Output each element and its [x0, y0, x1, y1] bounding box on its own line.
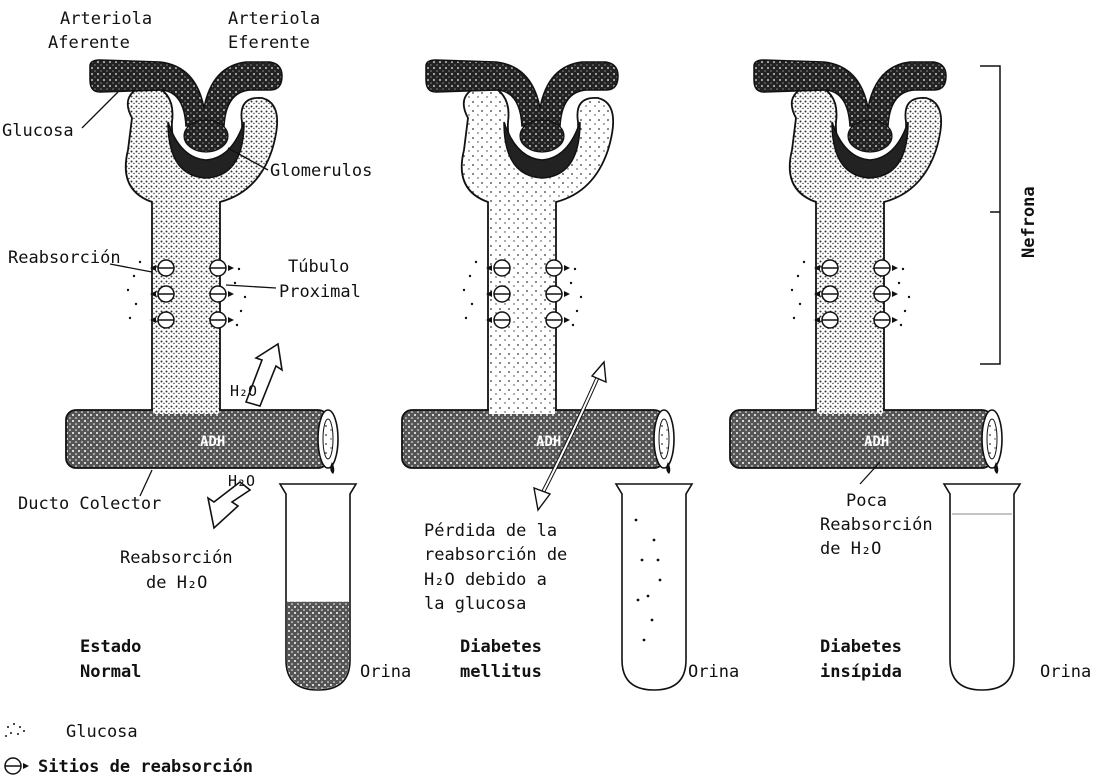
panel-1-subtitle: Normal: [80, 662, 141, 682]
reabsorption-site: [546, 312, 570, 328]
poca-label-2: Reabsorción: [820, 515, 933, 535]
perdida-label-2: reabsorción de: [424, 545, 567, 565]
glucose-dot: [635, 519, 638, 522]
ducto-colector-label: Ducto Colector: [18, 494, 161, 514]
panel-3-subtitle: insípida: [820, 662, 902, 682]
glucose-dot: [651, 619, 654, 622]
ducto-leader: [140, 470, 152, 496]
perdida-label-3: H₂O debido a: [424, 570, 547, 590]
arteriola-eferente-label-2: Eferente: [228, 33, 310, 53]
collecting-duct-1: [66, 410, 328, 468]
panel-1-title: Estado: [80, 637, 141, 657]
reabsorption-site: [546, 260, 570, 276]
nephron-panel-3: ADH: [730, 60, 1020, 690]
glucose-dot: [637, 599, 640, 602]
reabsorption-site: [546, 286, 570, 302]
glucosa-label: Glucosa: [2, 121, 74, 141]
poca-label-3: de H₂O: [820, 539, 881, 559]
tubulo-label: Túbulo: [288, 257, 349, 277]
perdida-label-4: la glucosa: [424, 594, 526, 614]
orina-label-1: Orina: [360, 662, 411, 682]
reabsorption-site: [210, 286, 234, 302]
nephron-panels: ADH ADH ADH: [66, 60, 1020, 690]
glomerulus-capillaries-2: [520, 120, 564, 152]
arteriola-aferente-label: Arteriola: [60, 9, 152, 29]
orina-label-2: Orina: [688, 662, 739, 682]
perdida-label-1: Pérdida de la: [424, 521, 557, 541]
nefrona-label: Nefrona: [1019, 186, 1039, 258]
reabsorcion-label: Reabsorción: [8, 248, 121, 268]
reabsorption-site: [874, 286, 898, 302]
glucose-dot: [659, 579, 662, 582]
test-tube-3: [944, 484, 1020, 690]
glucosa-leader: [82, 92, 118, 128]
tubulo-leader: [226, 285, 276, 288]
h2o-label-down: H₂O: [228, 472, 255, 490]
glucose-dot: [657, 559, 660, 562]
collecting-duct-3: [730, 410, 992, 468]
adh-label-3: ADH: [864, 434, 889, 450]
reabsorption-site: [874, 312, 898, 328]
legend: Glucosa Sitios de reabsorción: [5, 722, 253, 777]
tubulo-label-2: Proximal: [279, 282, 361, 302]
panel-2-subtitle: mellitus: [460, 662, 542, 682]
reabsorcion-h2o-label-2: de H₂O: [146, 573, 207, 593]
panel-3-title: Diabetes: [820, 637, 902, 657]
glomerulus-capillaries-3: [848, 120, 892, 152]
glomerulos-label: Glomerulos: [270, 161, 372, 181]
glucose-dot: [641, 559, 644, 562]
legend-sitios: Sitios de reabsorción: [38, 757, 253, 777]
legend-glucosa: Glucosa: [66, 722, 138, 742]
nefrona-bracket: [980, 66, 1000, 364]
glucose-dot: [653, 539, 656, 542]
adh-label-2: ADH: [536, 434, 561, 450]
test-tube-1: [280, 484, 356, 690]
nephron-panel-1: ADH: [66, 60, 356, 690]
reabsorption-site: [210, 260, 234, 276]
h2o-label-up: H₂O: [230, 382, 257, 400]
arteriola-eferente-label: Arteriola: [228, 9, 320, 29]
test-tube-2: [616, 484, 692, 690]
panel-2-title: Diabetes: [460, 637, 542, 657]
glucose-dot: [643, 639, 646, 642]
adh-label-1: ADH: [200, 434, 225, 450]
reabsorption-site: [874, 260, 898, 276]
orina-label-3: Orina: [1040, 662, 1091, 682]
glucosa-legend-icon: [5, 723, 25, 737]
urine-level-1: [287, 602, 349, 689]
poca-label-1: Poca: [846, 491, 887, 511]
glomerulus-capillaries-1: [184, 120, 228, 152]
reabsorption-site: [210, 312, 234, 328]
glucose-dot: [647, 595, 650, 598]
reabsorption-site-legend-icon: [5, 758, 29, 774]
collecting-duct-2: [402, 410, 664, 468]
reabsorcion-leader: [110, 264, 152, 272]
reabsorcion-h2o-label: Reabsorción: [120, 548, 233, 568]
arteriola-aferente-label-2: Aferente: [48, 33, 130, 53]
